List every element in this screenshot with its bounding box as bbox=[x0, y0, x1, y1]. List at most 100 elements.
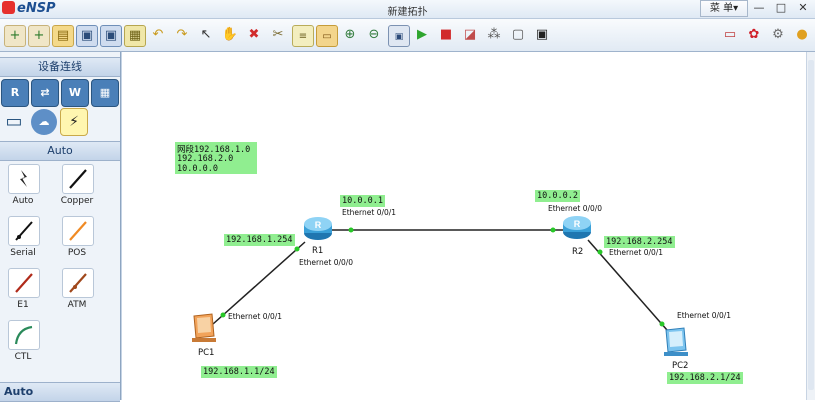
link-dot bbox=[220, 312, 226, 318]
print-icon[interactable]: ▦ bbox=[124, 25, 146, 47]
svg-text:R: R bbox=[315, 220, 322, 230]
link-dot bbox=[597, 249, 603, 255]
close-button[interactable]: ✕ bbox=[798, 1, 808, 14]
zoom-in-icon[interactable]: ⊕ bbox=[344, 27, 356, 42]
ctl-cable-icon[interactable] bbox=[8, 320, 40, 350]
ip-label[interactable]: 192.168.1.254 bbox=[224, 234, 295, 246]
copper-cable-icon[interactable] bbox=[62, 164, 94, 194]
ip-label[interactable]: 192.168.1.1/24 bbox=[201, 366, 277, 378]
huawei-icon[interactable]: ✿ bbox=[748, 27, 760, 42]
toolbar: + + ▤ ▣ ▣ ▦ ↶ ↷ ↖ ✋ ✖ ✂ ≡ ▭ ⊕ ⊖ ▣ ▶ ■ ◪ … bbox=[0, 19, 815, 52]
atm-cable-label: ATM bbox=[67, 300, 87, 310]
pc-icon bbox=[664, 327, 688, 356]
topology-icon[interactable]: ⁂ bbox=[487, 27, 501, 42]
title-bar: eNSP 新建拓扑 菜 单▾ — □ ✕ bbox=[0, 0, 815, 19]
select-icon[interactable]: ↖ bbox=[200, 27, 212, 42]
maximize-button[interactable]: □ bbox=[775, 1, 787, 14]
pos-cable-label: POS bbox=[67, 248, 87, 258]
link-dot bbox=[348, 227, 354, 233]
pos-cable-glyph bbox=[69, 221, 87, 241]
topology-links bbox=[212, 227, 668, 331]
node-label-r2: R2 bbox=[572, 247, 584, 257]
link-dot bbox=[659, 321, 665, 327]
switch-icon[interactable]: ⇄ bbox=[31, 79, 59, 107]
save-as-icon[interactable]: ▣ bbox=[100, 25, 122, 47]
router-r2[interactable]: R bbox=[562, 214, 592, 240]
interface-label: Ethernet 0/0/0 bbox=[299, 258, 354, 267]
app-logo: eNSP bbox=[2, 1, 56, 16]
pan-icon[interactable]: ✋ bbox=[221, 27, 239, 42]
interface-label: Ethernet 0/0/0 bbox=[548, 204, 603, 213]
zoom-out-icon[interactable]: ⊖ bbox=[368, 27, 380, 42]
ctl-cable-label: CTL bbox=[14, 352, 32, 362]
undo-icon[interactable]: ↶ bbox=[152, 27, 164, 42]
redo-icon[interactable]: ↷ bbox=[176, 27, 188, 42]
chat-icon[interactable]: ▭ bbox=[723, 27, 737, 42]
router-icon: R bbox=[304, 217, 332, 240]
scrollbar-thumb[interactable] bbox=[808, 60, 814, 390]
auto-cable-label: Auto bbox=[12, 196, 34, 206]
e1-cable-glyph bbox=[15, 273, 33, 293]
settings-icon[interactable]: ⚙ bbox=[772, 27, 784, 42]
auto-cable-glyph bbox=[20, 170, 27, 187]
link-dot bbox=[550, 227, 556, 233]
ip-label[interactable]: 192.168.2.1/24 bbox=[667, 372, 743, 384]
stop-icon[interactable]: ■ bbox=[439, 27, 453, 42]
router-r1[interactable]: R bbox=[303, 215, 333, 241]
topology-canvas[interactable]: 网段192.168.1.0 192.168.2.0 10.0.0.0 R R1 … bbox=[121, 52, 806, 400]
link-r1-pc1[interactable] bbox=[212, 241, 306, 325]
atm-cable-icon[interactable] bbox=[62, 268, 94, 298]
vertical-scrollbar[interactable] bbox=[806, 52, 815, 400]
interface-label: Ethernet 0/0/1 bbox=[677, 311, 732, 320]
copper-cable-label: Copper bbox=[60, 196, 94, 206]
serial-cable-glyph bbox=[15, 221, 33, 241]
ctl-cable-glyph bbox=[14, 325, 33, 345]
cloud-icon[interactable]: ☁ bbox=[31, 109, 57, 135]
serial-cable-icon[interactable] bbox=[8, 216, 40, 246]
pc-pc2[interactable] bbox=[662, 326, 692, 358]
pos-cable-icon[interactable] bbox=[62, 216, 94, 246]
link-dot bbox=[294, 246, 300, 252]
menu-button[interactable]: 菜 单▾ bbox=[700, 0, 748, 17]
terminal-icon[interactable]: ▣ bbox=[535, 27, 549, 42]
router-icon[interactable]: R bbox=[1, 79, 29, 107]
ip-label[interactable]: 10.0.0.1 bbox=[340, 195, 385, 207]
minimize-button[interactable]: — bbox=[753, 1, 765, 14]
screenshot-icon[interactable]: ▢ bbox=[511, 27, 525, 42]
delete-icon[interactable]: ✖ bbox=[248, 27, 260, 42]
copper-cable-glyph bbox=[69, 169, 87, 189]
link-r2-pc2[interactable] bbox=[587, 239, 668, 331]
start-icon[interactable]: ▶ bbox=[417, 27, 427, 42]
open-icon[interactable]: ▤ bbox=[52, 25, 74, 47]
e1-cable-icon[interactable] bbox=[8, 268, 40, 298]
device-panel: 设备连线 R ⇄ W ▦ ▭ ☁ ⚡ Auto Auto Copper Seri… bbox=[0, 52, 121, 402]
ip-label[interactable]: 10.0.0.2 bbox=[535, 190, 580, 202]
delete-link-icon[interactable]: ✂ bbox=[272, 27, 284, 42]
pc-pc1[interactable] bbox=[190, 312, 220, 344]
palette-icon[interactable]: ▭ bbox=[316, 25, 338, 47]
help-icon[interactable]: ● bbox=[796, 27, 808, 42]
capture-icon[interactable]: ◪ bbox=[463, 27, 477, 42]
text-note-icon[interactable]: ≡ bbox=[292, 25, 314, 47]
cable-icon[interactable]: ⚡ bbox=[60, 108, 88, 136]
new-topology-icon[interactable]: + bbox=[4, 25, 26, 47]
node-label-pc1: PC1 bbox=[198, 348, 215, 358]
new-topology-alt-icon[interactable]: + bbox=[28, 25, 50, 47]
ip-label[interactable]: 192.168.2.254 bbox=[604, 236, 675, 248]
auto-cable-icon[interactable] bbox=[8, 164, 40, 194]
pc-icon bbox=[192, 313, 216, 342]
save-icon[interactable]: ▣ bbox=[76, 25, 98, 47]
ensp-logo-icon bbox=[2, 1, 15, 14]
pc-icon[interactable]: ▭ bbox=[5, 111, 23, 132]
note-line-3: 10.0.0.0 bbox=[177, 164, 218, 174]
firewall-icon[interactable]: ▦ bbox=[91, 79, 119, 107]
window-title: 新建拓扑 bbox=[387, 7, 428, 18]
network-note[interactable]: 网段192.168.1.0 192.168.2.0 10.0.0.0 bbox=[175, 142, 257, 174]
fit-view-icon[interactable]: ▣ bbox=[388, 25, 410, 47]
panel-footer-auto: Auto bbox=[0, 382, 120, 402]
e1-cable-label: E1 bbox=[17, 300, 29, 310]
chevron-down-icon: ▾ bbox=[733, 3, 739, 14]
wlan-icon[interactable]: W bbox=[61, 79, 89, 107]
interface-label: Ethernet 0/0/1 bbox=[609, 248, 664, 257]
atm-cable-glyph bbox=[69, 273, 87, 293]
